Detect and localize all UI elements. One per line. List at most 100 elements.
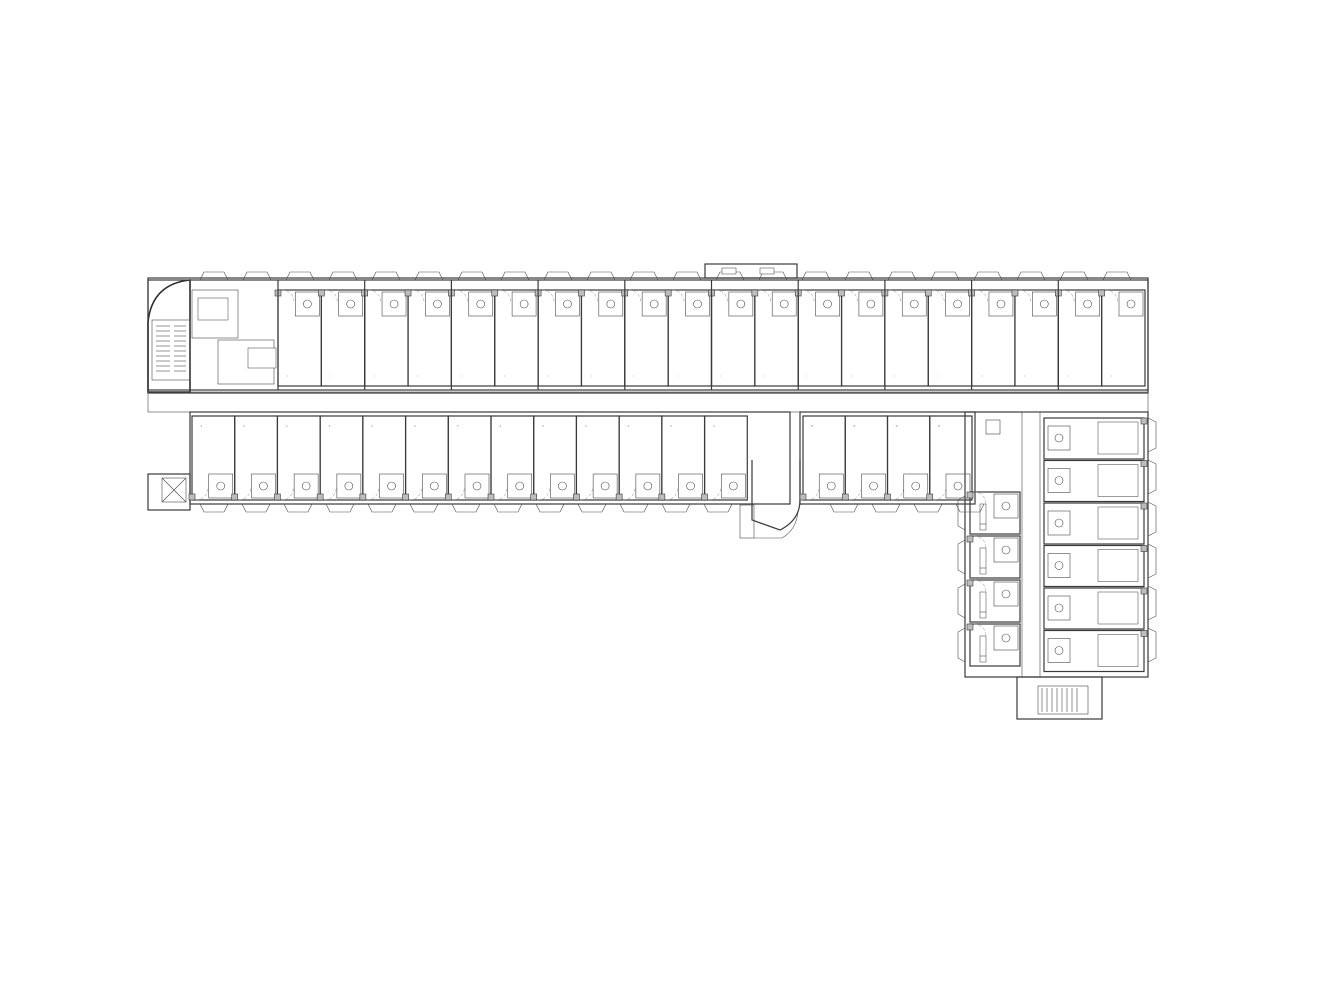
window-bay (957, 539, 966, 575)
toilet-icon (869, 481, 878, 491)
window-bay (535, 503, 565, 513)
room-outline (969, 491, 1021, 535)
door-swing (672, 289, 685, 303)
plan-line (751, 460, 801, 531)
column (966, 623, 974, 631)
north-room-pair (534, 280, 626, 390)
column (318, 289, 325, 297)
bathroom (381, 291, 407, 317)
bathroom (993, 493, 1019, 519)
door-swing (802, 289, 815, 303)
room-outline (276, 415, 321, 501)
toilet-icon (1054, 561, 1064, 570)
door-swing (368, 289, 381, 303)
toilet-icon (519, 299, 529, 309)
north-room-pair (968, 280, 1059, 390)
bathroom (771, 291, 797, 317)
column (751, 289, 759, 297)
column (841, 493, 849, 501)
door-swing (665, 487, 679, 501)
column (966, 535, 974, 543)
window-bay (913, 503, 943, 513)
toilet-icon (693, 299, 702, 309)
hotel-room (487, 415, 535, 501)
bathroom (379, 473, 404, 499)
door-swing (932, 289, 945, 303)
window-bay (1147, 459, 1157, 495)
window-bay (1059, 271, 1089, 281)
room-outline (1057, 289, 1103, 387)
column (404, 289, 412, 297)
plan-line (161, 477, 187, 503)
room-outline (840, 289, 886, 387)
window-bay (1016, 271, 1046, 281)
column (615, 493, 623, 501)
bathroom (901, 291, 927, 317)
bathroom (295, 291, 320, 317)
bathroom (993, 625, 1019, 651)
toilet-icon (643, 481, 653, 491)
bed (1097, 634, 1139, 667)
window-bay (844, 271, 874, 281)
bathroom (1047, 595, 1071, 621)
window-bay (629, 271, 659, 281)
room-outline (1043, 544, 1145, 588)
door-swing (623, 487, 636, 501)
plan-line (247, 347, 277, 369)
south-stair-core (1037, 685, 1089, 715)
door-swing (1062, 289, 1075, 303)
door-swing (975, 289, 988, 303)
window-bay (1147, 627, 1157, 663)
door-swing (585, 289, 598, 303)
hotel-room (444, 415, 492, 501)
window-bay (871, 503, 901, 513)
room-outline (1043, 587, 1145, 630)
room-outline (844, 415, 889, 501)
toilet-icon (779, 299, 789, 309)
hotel-room (664, 289, 713, 387)
door-swing (238, 487, 251, 501)
hotel-room (1043, 502, 1148, 545)
toilet-icon (472, 481, 482, 491)
toilet-icon (387, 481, 396, 491)
room-outline (580, 289, 626, 387)
bathroom (641, 291, 667, 317)
bathroom (592, 473, 618, 499)
plan-line (147, 277, 1149, 394)
toilet-icon (1001, 545, 1011, 555)
toilet-icon (301, 481, 311, 491)
column (966, 491, 974, 499)
hotel-room (881, 289, 929, 387)
hotel-room (841, 415, 889, 501)
balcony-furniture (759, 267, 775, 275)
window-bay (451, 503, 481, 513)
door-swing (195, 487, 209, 501)
column (1140, 460, 1148, 467)
north-room-pair (448, 280, 539, 390)
column (487, 493, 495, 501)
room-outline (797, 289, 843, 387)
door-swing (366, 487, 380, 501)
hotel-room (1011, 289, 1059, 387)
hotel-room (274, 415, 321, 501)
toilet-icon (1083, 299, 1092, 309)
hotel-room (1043, 544, 1148, 588)
toilet-icon (600, 481, 610, 491)
window-bay (930, 271, 960, 281)
toilet-icon (1054, 433, 1064, 443)
room-outline (802, 415, 846, 501)
plan-line (147, 391, 1149, 413)
toilet-icon (823, 299, 832, 309)
bathroom (464, 473, 490, 499)
bathroom (421, 473, 447, 499)
bathroom (1047, 425, 1071, 451)
bathroom (685, 291, 710, 317)
hotel-room (966, 535, 1021, 579)
hotel-room (884, 415, 931, 501)
door-swing (494, 487, 508, 501)
door-swing (758, 289, 772, 303)
toilet-icon (1001, 589, 1011, 599)
window-bays (199, 267, 1157, 663)
hotel-room (1043, 459, 1148, 503)
